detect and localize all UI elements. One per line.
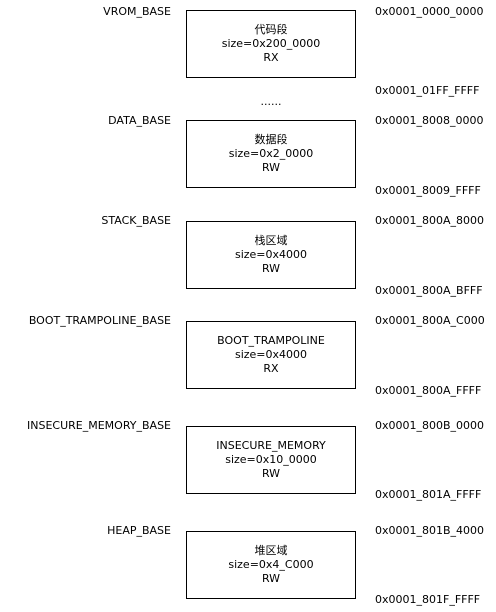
region-size: size=0x200_0000 [221,37,321,50]
region-size: size=0x4000 [234,248,308,261]
region-name: INSECURE_MEMORY [216,439,326,452]
region-start-address: 0x0001_800A_8000 [375,214,485,227]
region-name: 数据段 [254,133,288,146]
region-end-address: 0x0001_801F_FFFF [375,593,481,606]
region-size: size=0x10_0000 [225,453,317,466]
region-end-address: 0x0001_01FF_FFFF [375,84,480,97]
memory-region-box: 栈区域 size=0x4000 RW [186,221,356,289]
region-size: size=0x2_0000 [228,147,314,160]
region-size: size=0x4_C000 [228,558,314,571]
region-end-address: 0x0001_800A_BFFF [375,284,483,297]
gap-marker: ...... [260,95,282,108]
region-start-address: 0x0001_800B_0000 [375,419,485,432]
region-permission: RW [261,161,281,174]
region-start-address: 0x0001_801B_4000 [375,524,485,537]
region-permission: RW [261,572,281,585]
region-base-label: DATA_BASE [108,114,171,127]
region-name: BOOT_TRAMPOLINE [217,334,325,347]
region-permission: RW [261,262,281,275]
memory-region-box: 数据段 size=0x2_0000 RW [186,120,356,188]
memory-region-box: BOOT_TRAMPOLINE size=0x4000 RX [186,321,356,389]
region-end-address: 0x0001_8009_FFFF [375,184,481,197]
region-start-address: 0x0001_800A_C000 [375,314,485,327]
memory-region-box: 堆区域 size=0x4_C000 RW [186,531,356,599]
memory-region-box: 代码段 size=0x200_0000 RX [186,10,356,78]
region-base-label: HEAP_BASE [107,524,171,537]
region-permission: RW [261,467,281,480]
region-start-address: 0x0001_0000_0000 [375,5,484,18]
region-base-label: BOOT_TRAMPOLINE_BASE [28,314,171,327]
region-end-address: 0x0001_801A_FFFF [375,488,482,501]
region-name: 堆区域 [254,544,288,557]
region-permission: RX [263,362,279,375]
region-name: 代码段 [254,23,288,36]
region-end-address: 0x0001_800A_FFFF [375,384,482,397]
region-base-label: INSECURE_MEMORY_BASE [27,419,171,432]
region-size: size=0x4000 [234,348,308,361]
region-base-label: VROM_BASE [103,5,171,18]
region-permission: RX [263,51,279,64]
region-base-label: STACK_BASE [101,214,171,227]
region-name: 栈区域 [254,234,288,247]
region-start-address: 0x0001_8008_0000 [375,114,484,127]
memory-region-box: INSECURE_MEMORY size=0x10_0000 RW [186,426,356,494]
